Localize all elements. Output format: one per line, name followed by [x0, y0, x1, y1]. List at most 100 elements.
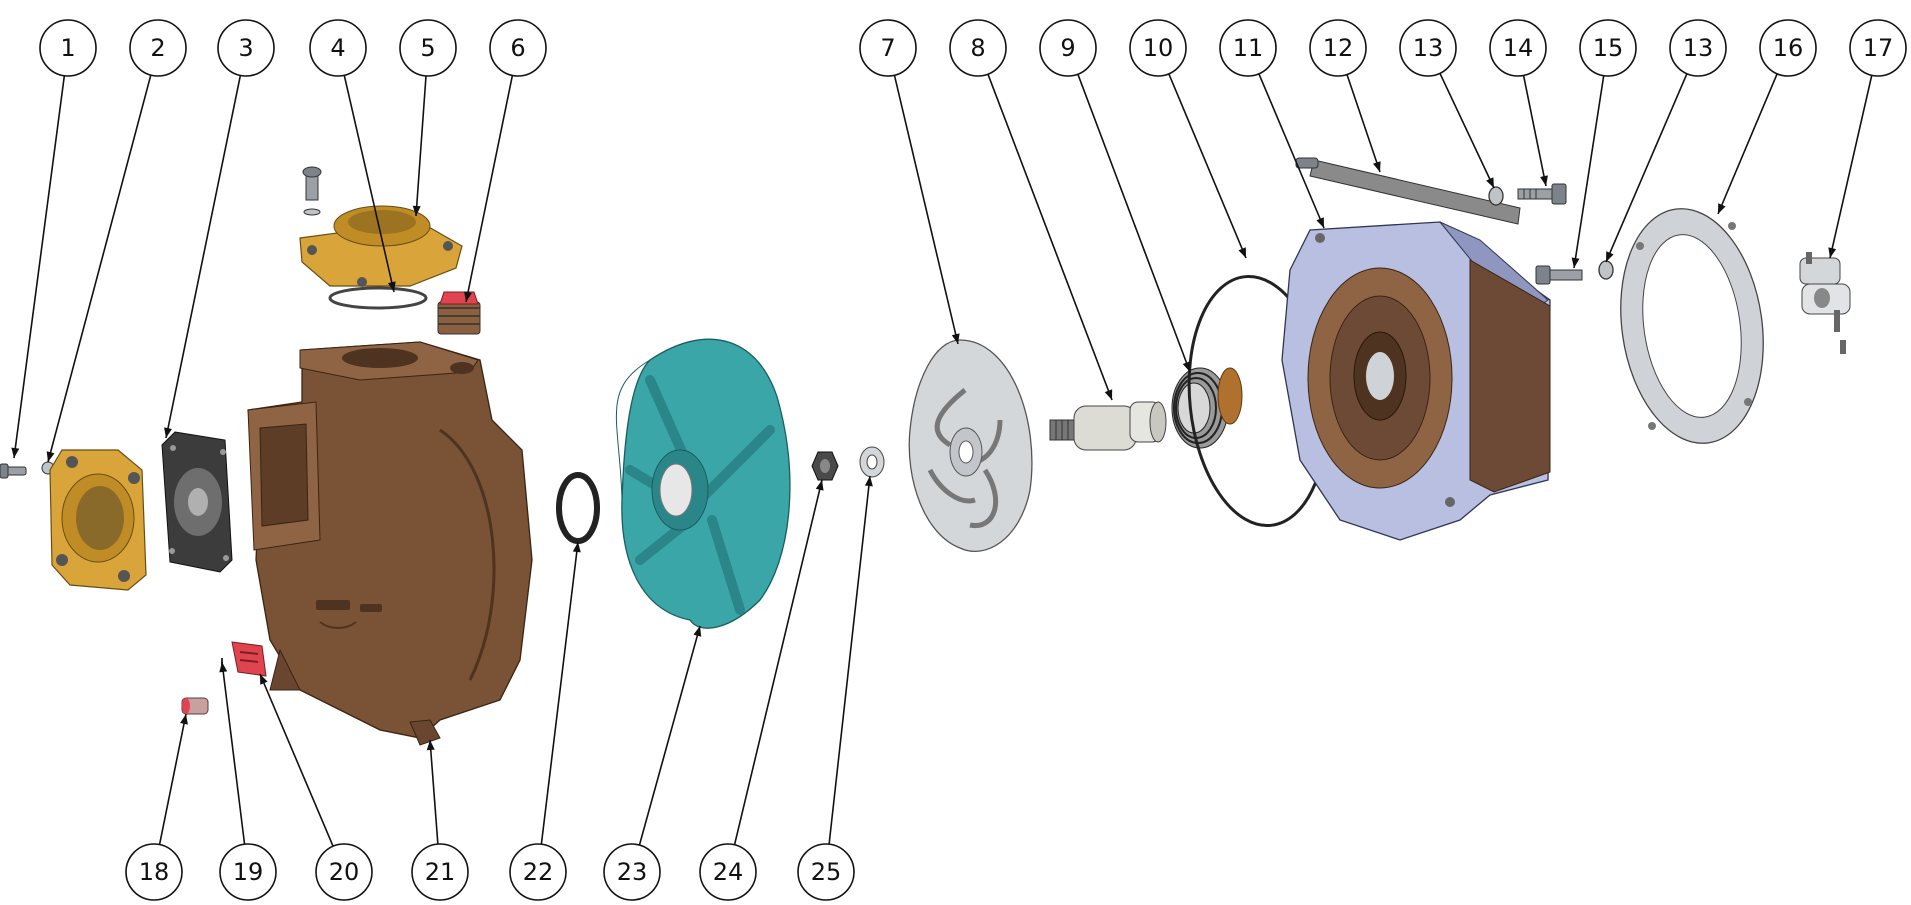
balloon-circle [1849, 19, 1907, 77]
balloon-circle [603, 843, 661, 901]
balloon-circle [1399, 19, 1457, 77]
adapter-ring-part [1620, 208, 1764, 444]
balloon-b8: 8 [949, 19, 1007, 77]
arrowhead-b24 [815, 480, 824, 491]
flap-valve-gasket-part [161, 431, 233, 573]
balloon-circle [411, 843, 469, 901]
balloon-circle [1309, 19, 1367, 77]
balloon-b13b: 13 [1669, 19, 1727, 77]
balloon-circle [309, 19, 367, 77]
arrowhead-b19 [219, 662, 228, 673]
balloon-number: 11 [1233, 34, 1264, 62]
balloon-b6: 6 [489, 19, 547, 77]
balloon-number: 15 [1593, 34, 1624, 62]
balloon-circle [125, 843, 183, 901]
balloon-number: 3 [238, 34, 253, 62]
shaft-clamp-part [1799, 252, 1851, 354]
balloon-b13a: 13 [1399, 19, 1457, 77]
balloon-b25: 25 [797, 843, 855, 901]
leader-line-b9 [1077, 73, 1191, 373]
leader-line-b23 [638, 625, 701, 846]
arrowhead-b5 [412, 205, 421, 216]
flange-o-ring-part [328, 286, 428, 310]
balloon-circle [1219, 19, 1277, 77]
balloon-number: 21 [425, 858, 456, 886]
leader-line-b13b [1605, 73, 1688, 263]
balloon-b20: 20 [315, 843, 373, 901]
arrowhead-b15 [1571, 257, 1580, 268]
balloon-b24: 24 [699, 843, 757, 901]
leader-line-b25 [828, 475, 871, 845]
cap-screw-lower-part [1535, 265, 1583, 285]
balloon-circle [315, 843, 373, 901]
arrowhead-b4 [387, 281, 396, 292]
balloon-number: 8 [970, 34, 985, 62]
balloon-number: 12 [1323, 34, 1354, 62]
balloon-number: 13 [1683, 34, 1714, 62]
leader-line-b2 [47, 74, 152, 463]
balloon-circle [1039, 19, 1097, 77]
balloon-b23: 23 [603, 843, 661, 901]
balloon-circle [1129, 19, 1187, 77]
washer-lower-part [1598, 260, 1614, 280]
wear-plate-part [615, 338, 791, 629]
red-clip-part [231, 641, 267, 677]
arrowhead-b23 [693, 626, 702, 637]
arrowhead-b12 [1373, 161, 1381, 172]
arrowhead-b13a [1486, 177, 1494, 188]
arrowhead-b21 [426, 740, 435, 751]
balloon-number: 10 [1143, 34, 1174, 62]
balloon-b17: 17 [1849, 19, 1907, 77]
leader-line-b8 [987, 73, 1113, 401]
leader-line-b19 [221, 661, 246, 845]
balloon-b15: 15 [1579, 19, 1637, 77]
leader-line-b10 [1168, 73, 1247, 259]
leader-line-b6 [465, 75, 514, 303]
arrowhead-b3 [164, 427, 172, 438]
drain-plug-part [181, 697, 209, 715]
balloon-circle [219, 843, 277, 901]
parts [0, 157, 1851, 746]
balloon-b14: 14 [1489, 19, 1547, 77]
balloon-circle [1759, 19, 1817, 77]
balloon-number: 7 [880, 34, 895, 62]
leader-line-b14 [1522, 75, 1547, 187]
balloon-circle [489, 19, 547, 77]
balloon-circle [797, 843, 855, 901]
leader-line-b21 [429, 739, 439, 845]
leader-line-b3 [165, 75, 242, 439]
balloon-circle [217, 19, 275, 77]
arrowhead-b22 [572, 542, 581, 553]
balloon-circle [1489, 19, 1547, 77]
leader-lines [11, 72, 1873, 847]
balloon-number: 5 [420, 34, 435, 62]
balloon-b18: 18 [125, 843, 183, 901]
leader-line-b24 [733, 479, 823, 845]
bolt-part [0, 463, 27, 479]
balloon-circle [1669, 19, 1727, 77]
arrowhead-b2 [46, 451, 55, 462]
arrowhead-b17 [1828, 247, 1837, 258]
balloon-number: 19 [233, 858, 264, 886]
arrowhead-b6 [464, 291, 472, 302]
balloon-b22: 22 [509, 843, 567, 901]
arrowhead-b9 [1182, 361, 1191, 372]
balloon-number: 22 [523, 858, 554, 886]
balloon-b2: 2 [129, 19, 187, 77]
leader-line-b16 [1717, 73, 1778, 215]
suction-flange-part [49, 449, 147, 591]
impeller-part [908, 339, 1033, 553]
leader-line-b11 [1258, 73, 1325, 229]
balloon-circle [859, 19, 917, 77]
balloon-b10: 10 [1129, 19, 1187, 77]
balloon-circle [1579, 19, 1637, 77]
arrowhead-b13b [1606, 251, 1614, 262]
balloon-b1: 1 [39, 19, 97, 77]
balloon-b4: 4 [309, 19, 367, 77]
leader-line-b7 [893, 75, 959, 345]
balloon-number: 14 [1503, 34, 1534, 62]
balloon-number: 2 [150, 34, 165, 62]
leader-line-b5 [415, 75, 427, 217]
